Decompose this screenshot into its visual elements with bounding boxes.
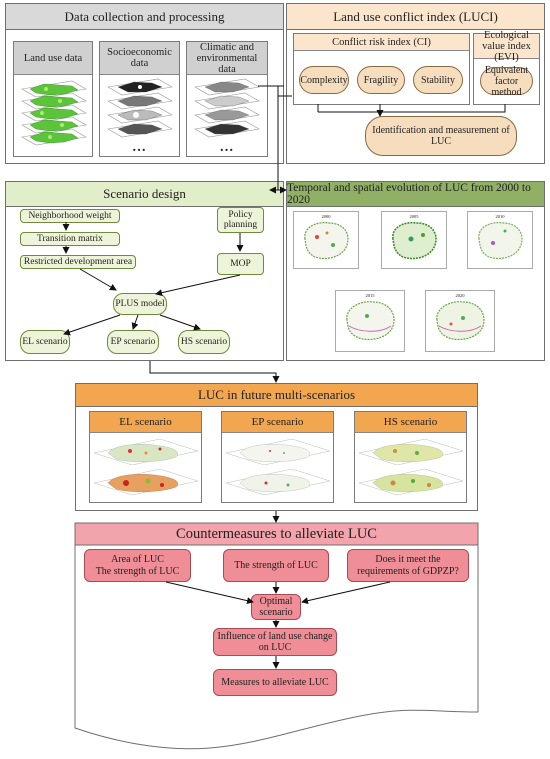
climatic-data-label: Climatic and environmental data [187,42,267,75]
socioeconomic-more-dots: … [132,140,147,155]
map-2005-image [392,221,437,260]
land-use-data-panel: Land use data [13,41,93,157]
transition-matrix-node: Transition matrix [20,232,120,246]
restricted-area-node: Restricted development area [20,255,136,269]
evolution-map-2010: 2010 [467,211,533,269]
land-use-data-label: Land use data [14,42,92,75]
map-2000-image [304,222,349,260]
evolution-map-2015: 2015 [335,290,405,352]
map-2015-image [346,301,395,341]
map-2020-image [436,301,485,341]
evolution-map-2020: 2020 [425,290,495,352]
luc-identification: Identification and measurement of LUC [365,116,517,156]
year-label-2015: 2015 [365,293,375,298]
strength-of-luc-node: The strength of LUC [223,549,329,582]
future-hs-label: HS scenario [355,412,466,433]
ep-scenario-node: EP scenario [107,330,159,354]
socioeconomic-data-label: Socioeconomic data [100,42,179,75]
evi-panel: Ecological value index (EVI) Equivalent … [473,30,540,105]
policy-planning-node: Policy planning [217,207,264,233]
evolution-map-2005: 2005 [381,211,447,269]
evolution-map-2000: 2000 [293,211,359,269]
ci-title: Conflict risk index (CI) [294,34,469,51]
optimal-scenario-node: Optimal scenario [251,594,301,620]
ci-stability: Stability [413,66,463,94]
future-el-label: EL scenario [90,412,201,433]
scenario-design-panel: Scenario design Neighborhood weight Tran… [5,181,284,361]
influence-node: Influence of land use change on LUC [213,628,337,656]
land-use-stack-image [21,80,87,146]
future-ep-panel: EP scenario [221,411,334,503]
ci-panel: Conflict risk index (CI) Complexity Frag… [293,33,470,105]
socioeconomic-stack-image [107,78,173,138]
future-el-map-image [93,438,199,496]
ci-complexity: Complexity [299,66,349,94]
year-label-2005: 2005 [409,214,419,219]
plus-model-node: PLUS model [113,293,167,315]
future-ep-label: EP scenario [222,412,333,433]
year-label-2020: 2020 [455,293,465,298]
socioeconomic-data-panel: Socioeconomic data … [99,41,180,157]
luci-title: Land use conflict index (LUCI) [287,4,544,30]
ci-fragility: Fragility [357,66,405,94]
evolution-panel: Temporal and spatial evolution of LUC fr… [286,181,545,361]
scenario-design-title: Scenario design [6,182,283,207]
luci-panel: Land use conflict index (LUCI) Conflict … [286,3,545,164]
hs-scenario-node: HS scenario [178,330,230,354]
year-label-2010: 2010 [495,214,505,219]
future-scenarios-panel: LUC in future multi-scenarios EL scenari… [75,383,478,511]
evi-title: Ecological value index (EVI) [474,30,539,63]
area-of-luc-node: Area of LUC The strength of LUC [84,549,191,582]
future-el-panel: EL scenario [89,411,202,503]
evi-equivalent-factor: Equivalent factor method [480,65,533,98]
el-scenario-node: EL scenario [20,330,70,354]
future-scenarios-title: LUC in future multi-scenarios [76,384,477,407]
future-ep-map-image [225,438,331,496]
data-collection-panel: Data collection and processing Land use … [5,3,284,164]
climatic-more-dots: … [219,140,235,155]
gdpzp-node: Does it meet the requirements of GDPZP? [347,549,469,582]
future-hs-map-image [358,438,464,496]
mop-node: MOP [217,253,264,275]
countermeasures-title: Countermeasures to alleviate LUC [176,525,377,542]
climatic-data-panel: Climatic and environmental data … [186,41,268,157]
data-collection-title: Data collection and processing [6,4,283,30]
evolution-title: Temporal and spatial evolution of LUC fr… [287,182,544,207]
year-label-2000: 2000 [321,214,331,219]
climatic-stack-image [194,78,260,138]
future-hs-panel: HS scenario [354,411,467,503]
map-2010-image [478,222,523,260]
measures-node: Measures to alleviate LUC [213,669,337,696]
neighborhood-weight-node: Neighborhood weight [20,209,120,223]
